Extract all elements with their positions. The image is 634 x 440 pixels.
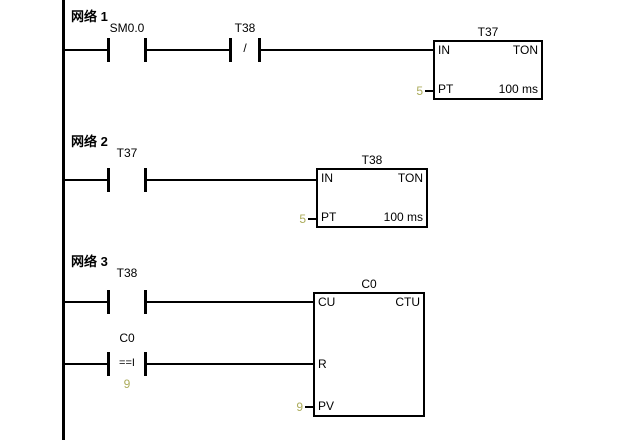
network-2-label: 网络 2 (71, 134, 108, 149)
nc-slash-symbol: / (243, 41, 247, 55)
box-cu-label: CU (318, 295, 336, 309)
contact-nc-t38[interactable] (258, 38, 261, 62)
box-r-label: R (318, 357, 327, 371)
box-type-label: CTU (395, 295, 420, 309)
box-type-label: TON (512, 43, 538, 57)
counter-box-title-c0[interactable]: C0 (361, 277, 377, 291)
timer-box-t38[interactable]: IN TON PT 100 ms (316, 168, 428, 228)
pt-value[interactable]: 5 (416, 84, 423, 98)
contact-no-t38[interactable] (107, 290, 110, 314)
wire (305, 406, 313, 408)
wire (63, 301, 107, 303)
wire (147, 179, 316, 181)
wire (63, 49, 107, 51)
pt-value[interactable]: 5 (299, 212, 306, 226)
network-3-label: 网络 3 (71, 254, 108, 269)
contact-no-t37[interactable] (107, 168, 110, 192)
compare-value[interactable]: 9 (123, 377, 131, 391)
wire (425, 90, 433, 92)
timer-box-t37[interactable]: IN TON PT 100 ms (433, 40, 543, 100)
contact-operand-t38[interactable]: T38 (234, 21, 256, 35)
wire (261, 49, 433, 51)
contact-operand-t37[interactable]: T37 (116, 146, 138, 160)
wire (63, 363, 107, 365)
box-pt-label: PT (438, 82, 454, 96)
box-in-label: IN (438, 43, 450, 57)
compare-contact[interactable] (144, 352, 147, 376)
box-pt-label: PT (321, 210, 337, 224)
contact-operand-t38[interactable]: T38 (116, 266, 138, 280)
compare-contact[interactable] (107, 352, 110, 376)
contact-no-t38[interactable] (144, 290, 147, 314)
timer-box-title-t37[interactable]: T37 (477, 25, 499, 39)
contact-operand-sm0.0[interactable]: SM0.0 (109, 21, 145, 35)
box-timebase-label: 100 ms (498, 82, 538, 96)
box-type-label: TON (397, 171, 423, 185)
contact-no-t37[interactable] (144, 168, 147, 192)
wire (147, 301, 313, 303)
box-timebase-label: 100 ms (383, 210, 423, 224)
wire (147, 363, 313, 365)
pv-value[interactable]: 9 (296, 400, 303, 414)
box-in-label: IN (321, 171, 333, 185)
power-rail (62, 0, 65, 440)
contact-no-sm0.0[interactable] (144, 38, 147, 62)
compare-operand-c0[interactable]: C0 (119, 331, 135, 345)
timer-box-title-t38[interactable]: T38 (361, 153, 383, 167)
contact-nc-t38[interactable] (229, 38, 232, 62)
wire (63, 179, 107, 181)
wire (308, 218, 316, 220)
counter-box-c0[interactable]: CU CTU R PV (313, 292, 425, 417)
contact-no-sm0.0[interactable] (107, 38, 110, 62)
network-1-label: 网络 1 (71, 9, 108, 24)
compare-operator[interactable]: ==I (119, 357, 135, 369)
box-pv-label: PV (318, 399, 335, 413)
wire (147, 49, 229, 51)
